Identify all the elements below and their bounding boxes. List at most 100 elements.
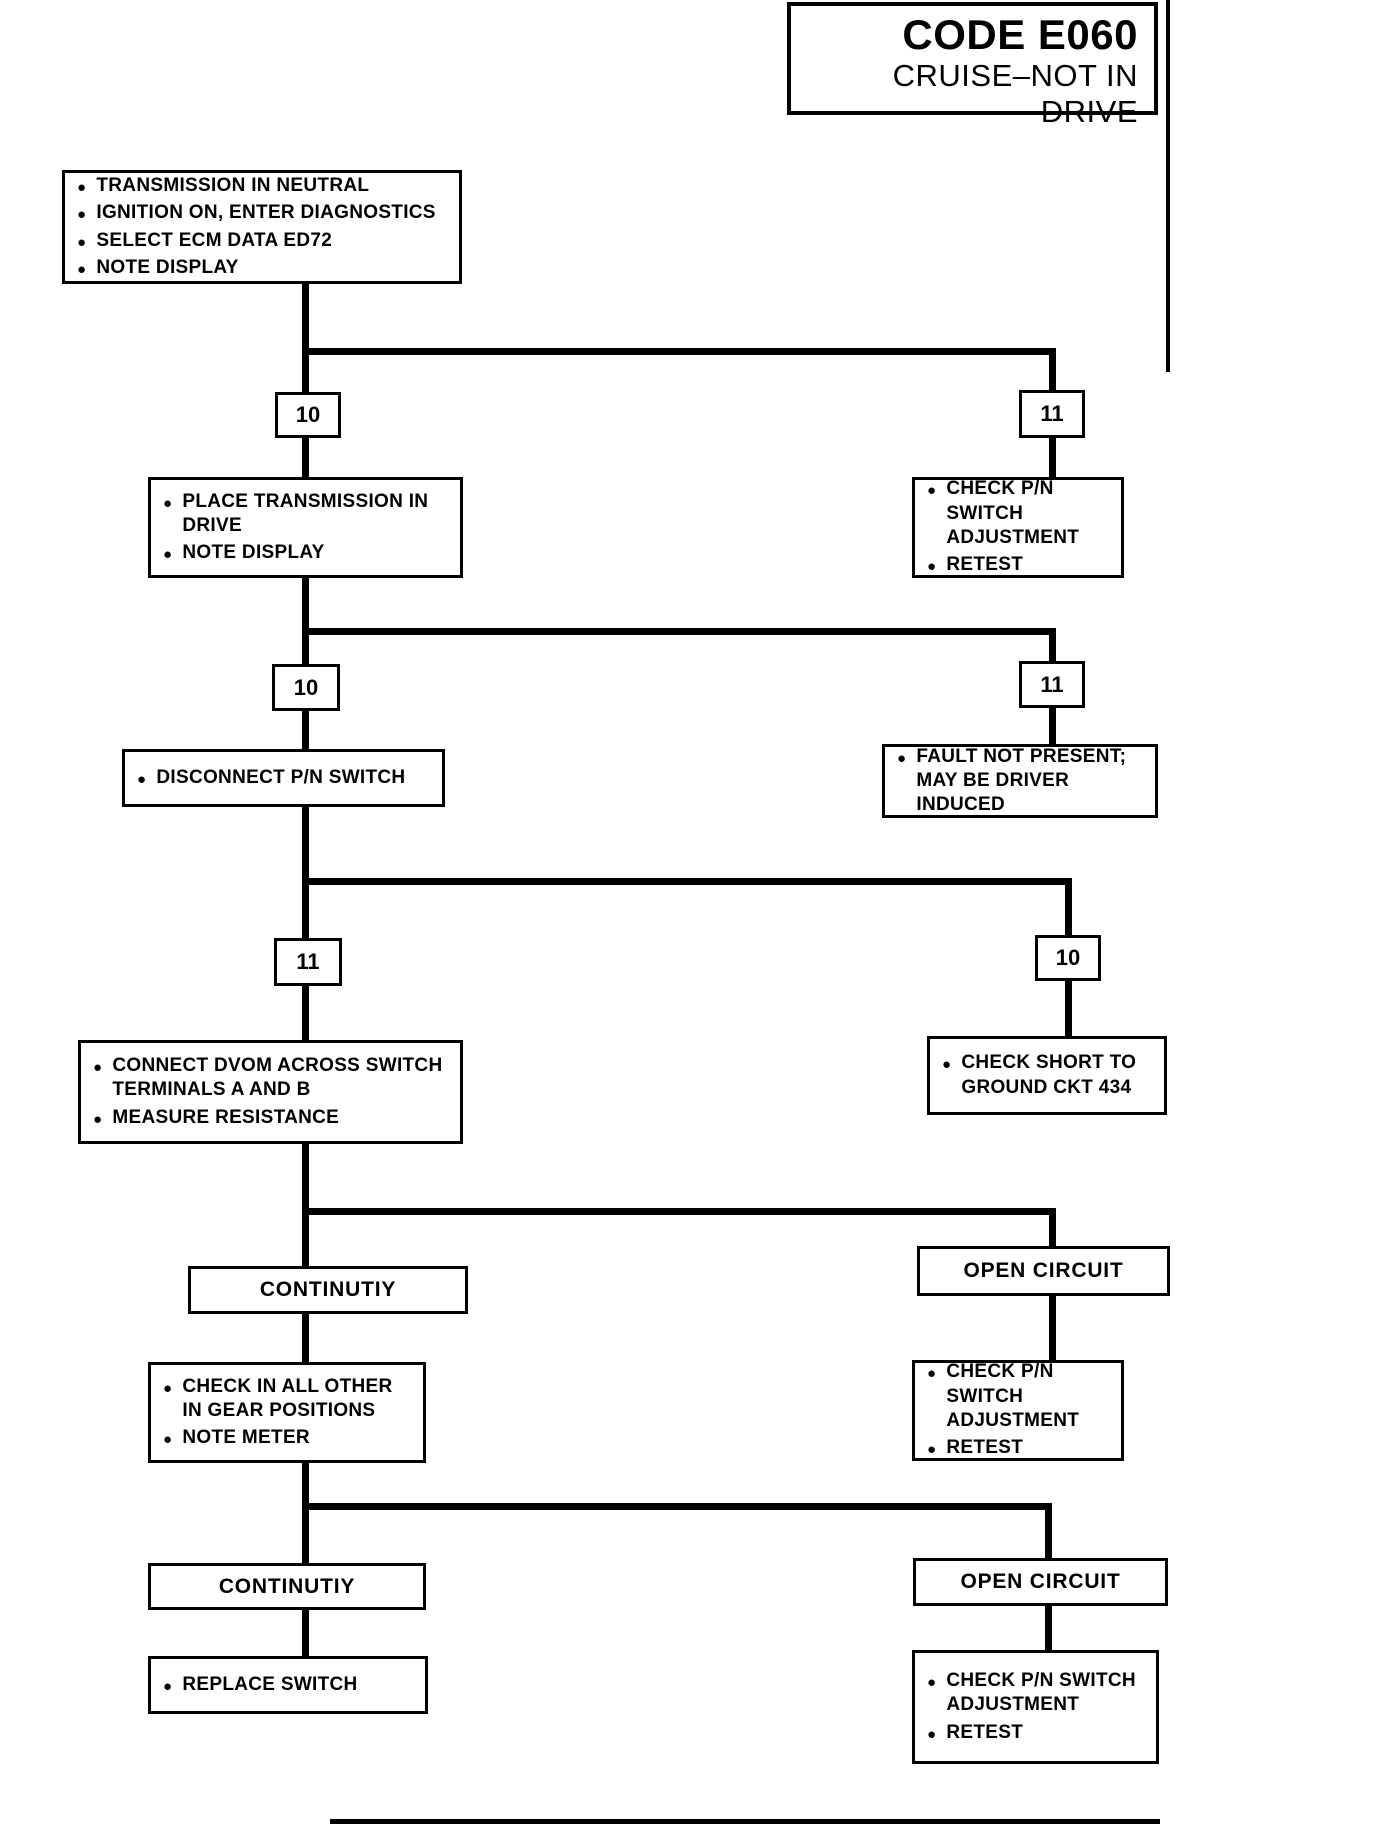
bullet-text: FAULT NOT PRESENT; MAY BE DRIVER INDUCED [916, 745, 1127, 816]
bullet-text: CHECK P/N SWITCH ADJUSTMENT [946, 1670, 1136, 1716]
bullet-icon [927, 1721, 936, 1745]
decision-value-box: 11 [1019, 661, 1085, 708]
connector-line [302, 878, 1072, 885]
bullet-line: REPLACE SWITCH [163, 1673, 413, 1697]
decision-value-box: 11 [1019, 390, 1085, 438]
node-connect-dvom: CONNECT DVOM ACROSS SWITCH TERMINALS A A… [78, 1040, 463, 1144]
bullet-line: SELECT ECM DATA ED72 [77, 229, 447, 253]
decision-value-box: 11 [274, 938, 342, 986]
connector-line [1049, 1208, 1056, 1247]
connector-line [1049, 1295, 1056, 1361]
decision-label: OPEN CIRCUIT [960, 1570, 1121, 1593]
node-check-pn-adjust-1: CHECK P/N SWITCH ADJUSTMENT RETEST [912, 477, 1124, 578]
decision-label: OPEN CIRCUIT [963, 1259, 1124, 1282]
bullet-text: PLACE TRANSMISSION IN DRIVE [182, 490, 429, 536]
connector-line [1049, 437, 1056, 478]
connector-line [302, 348, 1056, 355]
bullet-line: CHECK IN ALL OTHER IN GEAR POSITIONS [163, 1375, 411, 1424]
connector-line [1049, 348, 1056, 391]
bullet-text: RETEST [946, 1721, 1024, 1743]
connector-line [302, 576, 309, 665]
connector-line [302, 1503, 1052, 1510]
bullet-text: CHECK P/N SWITCH ADJUSTMENT [946, 478, 1080, 548]
bullet-icon [897, 745, 906, 769]
bullet-icon [163, 541, 172, 565]
bullet-icon [927, 1436, 936, 1460]
connector-line [1065, 980, 1072, 1037]
bullet-line: NOTE DISPLAY [77, 256, 447, 280]
connector-line [1049, 707, 1056, 745]
node-initial-setup: TRANSMISSION IN NEUTRAL IGNITION ON, ENT… [62, 170, 462, 284]
bullet-icon [927, 477, 936, 501]
scan-artifact-right-line [1166, 0, 1170, 372]
connector-line [302, 1142, 309, 1267]
connector-line [302, 1461, 309, 1564]
bullet-line: MEASURE RESISTANCE [93, 1106, 448, 1130]
node-check-short: CHECK SHORT TO GROUND CKT 434 [927, 1036, 1167, 1115]
bullet-line: DISCONNECT P/N SWITCH [137, 766, 430, 790]
bullet-text: DISCONNECT P/N SWITCH [156, 766, 406, 788]
connector-line [302, 438, 309, 478]
bullet-line: NOTE DISPLAY [163, 541, 448, 565]
title-box: CODE E060 CRUISE–NOT IN DRIVE [787, 2, 1158, 129]
decision-value-box: 10 [1035, 935, 1101, 981]
bullet-text: NOTE DISPLAY [96, 256, 239, 278]
decision-value: 10 [295, 402, 321, 427]
connector-line [1045, 1605, 1052, 1651]
node-place-in-drive: PLACE TRANSMISSION IN DRIVE NOTE DISPLAY [148, 477, 463, 578]
page-title-subtitle: CRUISE–NOT IN DRIVE [892, 58, 1138, 129]
bullet-text: REPLACE SWITCH [182, 1673, 358, 1695]
bullet-icon [163, 1375, 172, 1399]
bullet-icon [927, 553, 936, 577]
bullet-icon [77, 229, 86, 253]
bullet-icon [137, 766, 146, 790]
bullet-text: CONNECT DVOM ACROSS SWITCH TERMINALS A A… [112, 1055, 443, 1101]
bullet-line: IGNITION ON, ENTER DIAGNOSTICS [77, 201, 447, 225]
decision-label: CONTINUTIY [259, 1278, 397, 1301]
bullet-text: IGNITION ON, ENTER DIAGNOSTICS [96, 202, 436, 224]
bullet-text: RETEST [946, 554, 1024, 576]
bullet-icon [163, 1673, 172, 1697]
bullet-icon [927, 1360, 936, 1384]
bullet-line: RETEST [927, 1721, 1144, 1745]
bullet-text: SELECT ECM DATA ED72 [96, 229, 333, 251]
bullet-text: CHECK P/N SWITCH ADJUSTMENT [946, 1361, 1080, 1431]
bullet-text: NOTE METER [182, 1427, 310, 1449]
bullet-icon [93, 1054, 102, 1078]
decision-value-box: 10 [275, 392, 341, 438]
decision-value: 11 [1040, 671, 1064, 697]
connector-line [1065, 878, 1072, 936]
bullet-line: TRANSMISSION IN NEUTRAL [77, 174, 447, 198]
bullet-icon [77, 201, 86, 225]
bullet-text: NOTE DISPLAY [182, 542, 325, 564]
bullet-line: NOTE METER [163, 1426, 411, 1450]
bullet-icon [77, 174, 86, 198]
page-title-code: CODE E060 [902, 11, 1138, 58]
connector-line [302, 283, 309, 392]
bullet-line: CHECK P/N SWITCH ADJUSTMENT [927, 477, 1109, 550]
node-disconnect-switch: DISCONNECT P/N SWITCH [122, 749, 445, 807]
bullet-icon [77, 256, 86, 280]
bullet-icon [93, 1106, 102, 1130]
connector-line [302, 1608, 309, 1657]
bullet-icon [927, 1669, 936, 1693]
bullet-text: RETEST [946, 1437, 1024, 1459]
bullet-line: CONNECT DVOM ACROSS SWITCH TERMINALS A A… [93, 1054, 448, 1103]
node-fault-not-present: FAULT NOT PRESENT; MAY BE DRIVER INDUCED [882, 744, 1158, 818]
decision-label: CONTINUTIY [218, 1574, 356, 1598]
decision-value-box: 10 [272, 664, 340, 711]
connector-line [302, 1208, 1056, 1215]
node-replace-switch: REPLACE SWITCH [148, 1656, 428, 1714]
bullet-line: CHECK P/N SWITCH ADJUSTMENT [927, 1669, 1144, 1718]
bullet-line: FAULT NOT PRESENT; MAY BE DRIVER INDUCED [897, 745, 1143, 818]
connector-line [1045, 1503, 1052, 1559]
bullet-line: PLACE TRANSMISSION IN DRIVE [163, 490, 448, 539]
connector-line [302, 806, 309, 939]
node-check-in-gear: CHECK IN ALL OTHER IN GEAR POSITIONS NOT… [148, 1362, 426, 1463]
decision-label-box: CONTINUTIY [188, 1266, 468, 1314]
decision-value: 10 [1055, 945, 1081, 970]
node-check-pn-adjust-3: CHECK P/N SWITCH ADJUSTMENT RETEST [912, 1650, 1159, 1764]
bullet-icon [163, 1426, 172, 1450]
bullet-text: MEASURE RESISTANCE [112, 1106, 340, 1128]
